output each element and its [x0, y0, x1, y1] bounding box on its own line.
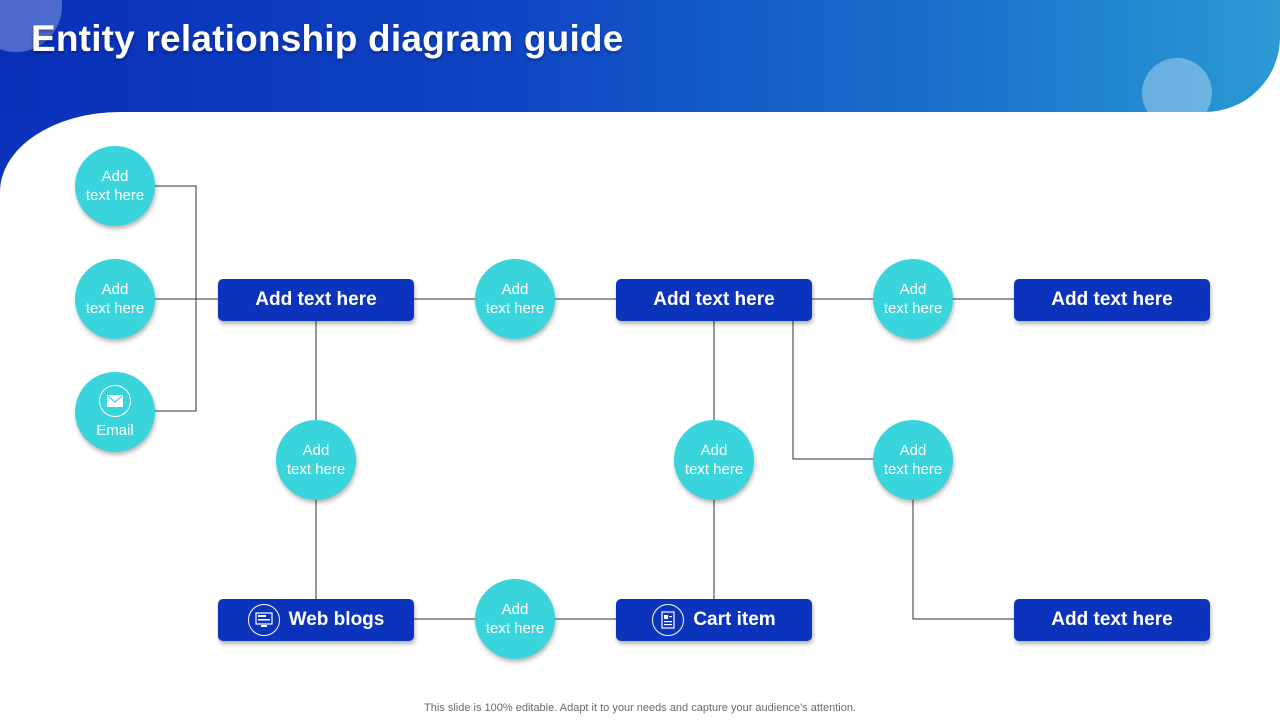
entity-circle-8: Add text here	[873, 420, 953, 500]
header-banner	[0, 0, 1280, 112]
footer-note: This slide is 100% editable. Adapt it to…	[424, 702, 856, 714]
entity-box-6: Add text here	[1014, 599, 1210, 641]
connector-elbow-bottom-right	[912, 500, 1014, 620]
entity-circle-9: Add text here	[475, 579, 555, 659]
entity-circle-2: Add text here	[75, 259, 155, 339]
entity-circle-5: Add text here	[873, 259, 953, 339]
web-blog-icon	[247, 604, 280, 636]
entity-circle-7: Add text here	[674, 420, 754, 500]
box-1-label: Add text here	[255, 289, 377, 310]
entity-circle-4: Add text here	[475, 259, 555, 339]
circle-5-line2: text here	[883, 300, 943, 317]
circle-9-line2: text here	[485, 620, 545, 637]
circle-7-line2: text here	[684, 461, 744, 478]
circle-4-line1: Add	[501, 281, 529, 298]
circle-6-line2: text here	[286, 461, 346, 478]
box-cart-item-label: Cart item	[693, 609, 776, 630]
entity-box-3: Add text here	[1014, 279, 1210, 321]
circle-2-line1: Add	[101, 281, 129, 298]
box-2-label: Add text here	[653, 289, 775, 310]
entity-circle-1: Add text here	[75, 146, 155, 226]
connector-elbow-right	[792, 320, 873, 460]
entity-box-2: Add text here	[616, 279, 812, 321]
slide-title: Entity relationship diagram guide	[31, 18, 624, 59]
entity-circle-email: Email	[75, 372, 155, 452]
cart-document-icon	[652, 604, 685, 636]
box-web-blogs-label: Web blogs	[288, 609, 385, 630]
circle-8-line2: text here	[883, 461, 943, 478]
entity-circle-6: Add text here	[276, 420, 356, 500]
circle-1-line1: Add	[101, 168, 129, 185]
entity-box-1: Add text here	[218, 279, 414, 321]
box-6-label: Add text here	[1051, 609, 1173, 630]
circle-email-label: Email	[96, 421, 134, 439]
circle-1-line2: text here	[85, 187, 145, 204]
decorative-circle-top-right	[1142, 58, 1212, 112]
email-icon	[99, 384, 131, 417]
circle-7-line1: Add	[700, 442, 728, 459]
circle-9-line1: Add	[501, 601, 529, 618]
circle-8-line1: Add	[899, 442, 927, 459]
circle-6-line1: Add	[302, 442, 330, 459]
circle-4-line2: text here	[485, 300, 545, 317]
entity-box-web-blogs: Web blogs	[218, 599, 414, 641]
box-3-label: Add text here	[1051, 289, 1173, 310]
circle-5-line1: Add	[899, 281, 927, 298]
circle-2-line2: text here	[85, 300, 145, 317]
entity-box-cart-item: Cart item	[616, 599, 812, 641]
